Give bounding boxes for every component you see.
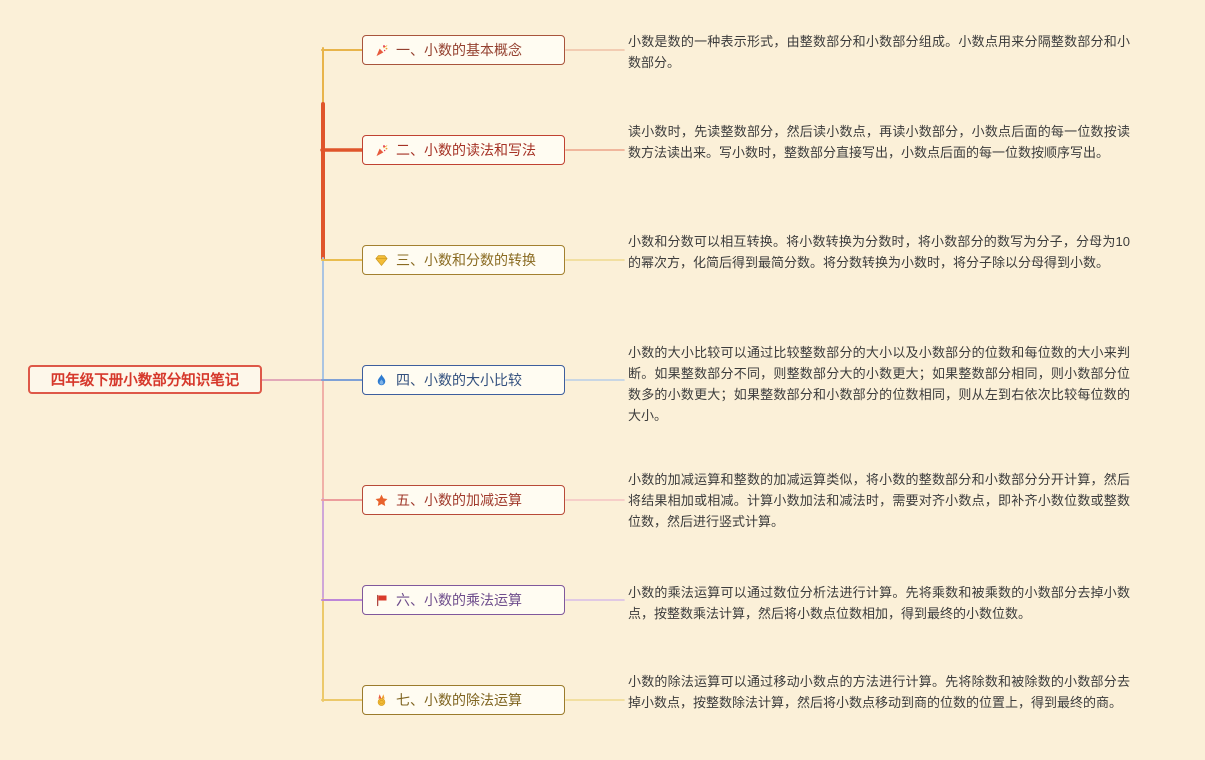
topic-node-2[interactable]: 二、小数的读法和写法: [362, 135, 565, 165]
party-popper-icon: [374, 43, 389, 58]
star-icon: [374, 493, 389, 508]
topic-label: 五、小数的加减运算: [396, 492, 522, 508]
topic-node-1[interactable]: 一、小数的基本概念: [362, 35, 565, 65]
topic-node-7[interactable]: 七、小数的除法运算: [362, 685, 565, 715]
root-topic[interactable]: 四年级下册小数部分知识笔记: [28, 365, 262, 394]
topic-label: 一、小数的基本概念: [396, 42, 522, 58]
topic-label: 二、小数的读法和写法: [396, 142, 536, 158]
medal-icon: [374, 693, 389, 708]
topic-note-1[interactable]: 小数是数的一种表示形式，由整数部分和小数部分组成。小数点用来分隔整数部分和小数部…: [628, 34, 1130, 70]
topic-note-6[interactable]: 小数的乘法运算可以通过数位分析法进行计算。先将乘数和被乘数的小数部分去掉小数点，…: [628, 585, 1130, 621]
topic-note-7[interactable]: 小数的除法运算可以通过移动小数点的方法进行计算。先将除数和被除数的小数部分去掉小…: [628, 674, 1130, 710]
topic-note-5[interactable]: 小数的加减运算和整数的加减运算类似，将小数的整数部分和小数部分分开计算，然后将结…: [628, 472, 1130, 529]
topic-node-5[interactable]: 五、小数的加减运算: [362, 485, 565, 515]
topic-label: 四、小数的大小比较: [396, 372, 522, 388]
topic-note-3[interactable]: 小数和分数可以相互转换。将小数转换为分数时，将小数部分的数写为分子，分母为10的…: [628, 234, 1130, 270]
topic-node-6[interactable]: 六、小数的乘法运算: [362, 585, 565, 615]
flame-icon: [374, 373, 389, 388]
gem-icon: [374, 253, 389, 268]
topic-label: 三、小数和分数的转换: [396, 252, 536, 268]
topic-node-3[interactable]: 三、小数和分数的转换: [362, 245, 565, 275]
topic-label: 七、小数的除法运算: [396, 692, 522, 708]
topic-node-4[interactable]: 四、小数的大小比较: [362, 365, 565, 395]
flag-icon: [374, 593, 389, 608]
party-popper-icon: [374, 143, 389, 158]
topic-label: 六、小数的乘法运算: [396, 592, 522, 608]
topic-note-4[interactable]: 小数的大小比较可以通过比较整数部分的大小以及小数部分的位数和每位数的大小来判断。…: [628, 345, 1130, 423]
root-topic-label: 四年级下册小数部分知识笔记: [50, 373, 240, 389]
topic-note-2[interactable]: 读小数时，先读整数部分，然后读小数点，再读小数部分，小数点后面的每一位数按读数方…: [628, 124, 1130, 160]
